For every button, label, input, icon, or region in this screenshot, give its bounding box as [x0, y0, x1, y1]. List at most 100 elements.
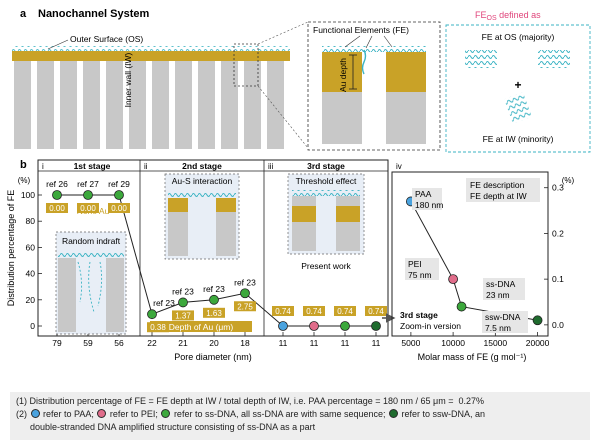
au-depth-badge	[77, 203, 99, 213]
inset-2-coils	[168, 192, 236, 198]
inset-2-wall-right	[216, 198, 236, 256]
fe-os-coil-left	[465, 50, 497, 68]
stage-1-number: i	[42, 162, 44, 171]
au-depth-badge	[303, 306, 325, 316]
zoom-region-marker	[233, 43, 259, 87]
au-depth-value: 0.00	[49, 204, 65, 213]
ref-label: ref 26	[46, 179, 68, 189]
au-depth-badge	[334, 306, 356, 316]
x-tick-label: 18	[240, 338, 250, 348]
membrane-pillar	[37, 61, 54, 149]
x-tick-label: 11	[310, 338, 319, 348]
zoom-stage-subtitle: Zoom-in version	[400, 321, 461, 331]
membrane-pillar	[60, 61, 77, 149]
gold-layer	[12, 51, 290, 61]
inset-1-coils	[58, 252, 124, 258]
au-depth-value: 2.75	[237, 302, 253, 311]
random-indraft-label: Random indraft	[62, 236, 121, 246]
au-depth-badge	[203, 307, 225, 318]
panel-b: b i 1st stage ii 2nd stage iii 3rd stage…	[6, 159, 575, 362]
au-depth-value: 0.74	[368, 307, 384, 316]
au-depth-badge	[108, 203, 130, 213]
footnote-sswdna: refer to ssw-DNA, an	[399, 409, 486, 419]
x2-tick-label: 15000	[484, 338, 508, 348]
membrane-pillar	[175, 61, 192, 149]
data-point	[209, 294, 219, 305]
x-axis-label-left: Pore diameter (nm)	[174, 352, 252, 362]
inset-3-wall-right	[336, 196, 360, 251]
membrane-pillar	[14, 61, 31, 149]
stage-4-number: iv	[396, 162, 402, 171]
data-point	[309, 321, 319, 331]
au-depth-value: 0.74	[337, 307, 353, 316]
zoom-guide-bottom	[257, 85, 309, 149]
data-point	[52, 190, 62, 200]
au-depth-value: 0.74	[275, 307, 291, 316]
stage-3-title: 3rd stage	[307, 161, 345, 171]
y-axis-unit: (%)	[18, 176, 31, 185]
membrane-pillar	[244, 61, 261, 149]
x2-tick-label: 5000	[401, 338, 420, 348]
threshold-effect-inset: Threshold effect	[287, 173, 365, 255]
sswdna-box	[482, 311, 528, 333]
fe-os-coil-right	[538, 50, 570, 68]
y2-tick-label: 0.0	[552, 320, 564, 330]
stage-2-title: 2nd stage	[182, 161, 222, 171]
ref-label: ref 23	[153, 298, 175, 308]
ref-label: ref 23	[234, 277, 256, 287]
inset-3-gold-right	[336, 206, 360, 222]
au-depth-label: Au depth	[338, 58, 348, 92]
ssdna-label: ss-DNA	[486, 279, 516, 289]
x-tick-label: 56	[114, 338, 124, 348]
au-depth-value: 0.00	[80, 204, 96, 213]
fe-pointer-1	[344, 35, 361, 48]
pore-channel	[362, 92, 386, 144]
footnote-pei: refer to PEI;	[107, 409, 158, 419]
footnote-3: double-stranded DNA amplified structure …	[30, 422, 316, 432]
y-tick-label: 40	[26, 269, 36, 279]
panel-b-label: b	[20, 159, 27, 171]
paa-dot-icon	[30, 409, 40, 418]
x-axis-label-right: Molar mass of FE (g mol⁻¹)	[418, 352, 527, 362]
membrane-pillar	[221, 61, 238, 149]
fe-pointer-3	[383, 35, 393, 48]
fe-at-iw-label: FE at IW (minority)	[483, 134, 554, 144]
fe-coils-zoom	[322, 46, 426, 52]
y-tick-label: 20	[26, 295, 36, 305]
stage-3-number: iii	[268, 162, 274, 171]
inset-2-wall-left	[168, 198, 188, 256]
aus-interaction-inset: Au-S interaction	[164, 173, 240, 260]
x-tick-label: 59	[83, 338, 93, 348]
footnote-paa: refer to PAA;	[40, 409, 94, 419]
y-tick-label: 0	[30, 321, 35, 331]
outer-surface-pointer	[47, 39, 69, 50]
inner-wall-label: Inner wall (IW)	[123, 52, 133, 107]
pei-depth: 75 nm	[408, 270, 432, 280]
au-depth-value: 0.00	[111, 204, 127, 213]
fe-os-definition: FEOS defined as FE at OS (majority) + FE…	[445, 10, 591, 153]
ssdna-dot-icon	[161, 409, 171, 418]
sswdna-depth: 7.5 nm	[485, 323, 511, 333]
y2-tick-label: 0.3	[552, 183, 564, 193]
paa-label: PAA	[415, 189, 432, 199]
y2-axis-unit: (%)	[562, 176, 575, 185]
nanochannel-membrane	[12, 46, 290, 149]
pei-dot-icon	[97, 409, 107, 418]
au-depth-badge	[365, 306, 387, 316]
footnote-2: (2) refer to PAA; refer to PEI; refer to…	[16, 408, 584, 421]
inset-3-gold-left	[292, 206, 316, 222]
sswdna-label: ssw-DNA	[485, 312, 521, 322]
footnote-ssdna: refer to ss-DNA, all ss-DNA are with sam…	[171, 409, 386, 419]
fe-description-box	[466, 178, 540, 202]
fe-os-frame	[445, 24, 591, 153]
right-annotations: PAA 180 nm PEI 75 nm ss-DNA 23 nm ssw-DN…	[405, 188, 528, 333]
data-point	[147, 309, 157, 320]
depth-of-au-badge	[150, 321, 252, 332]
membrane-pillar	[106, 61, 123, 149]
zoom-stage-title: 3rd stage	[400, 310, 438, 320]
functional-elements-label: Functional Elements (FE)	[313, 25, 409, 35]
stage-1-title: 1st stage	[74, 161, 111, 171]
fe-pointer-2	[365, 35, 373, 49]
